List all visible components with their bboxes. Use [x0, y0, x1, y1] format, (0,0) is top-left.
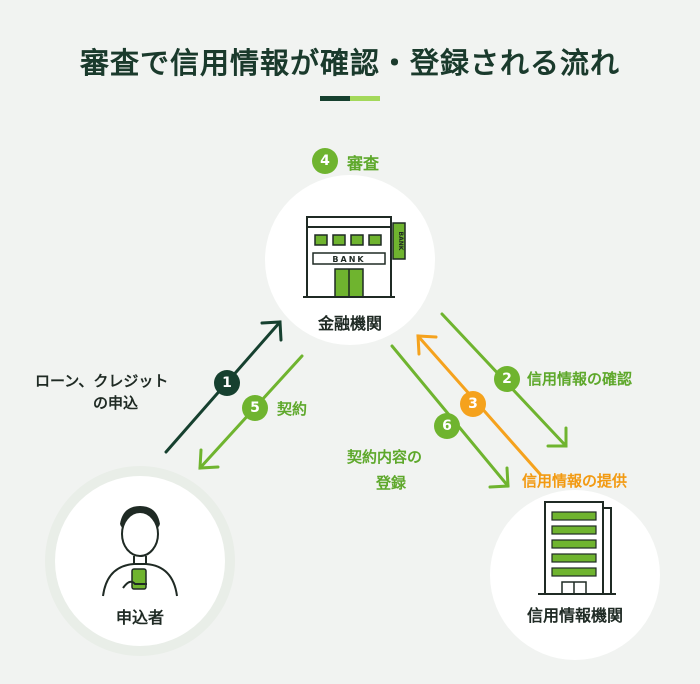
page-title: 審査で信用情報が確認・登録される流れ — [79, 46, 620, 80]
credit-agency-label: 信用情報機関 — [526, 606, 623, 625]
step-5-label: 契約 — [277, 400, 308, 418]
step-6-label-line2: 登録 — [376, 474, 407, 492]
person-icon — [102, 506, 178, 597]
step-6-badge: 6 — [434, 413, 460, 439]
step-6-label-line1: 契約内容の — [347, 448, 423, 466]
step-4-label: 審査 — [347, 154, 380, 173]
step-1-label-line2: の申込 — [93, 394, 139, 412]
step-2-label: 信用情報の確認 — [527, 370, 633, 388]
bank-building-icon: BANK BANK — [303, 216, 406, 298]
office-building-icon — [538, 501, 616, 595]
applicant-label: 申込者 — [115, 608, 164, 627]
step-2-badge: 2 — [494, 366, 520, 392]
title-underline-light — [350, 96, 380, 101]
bank-tag-text: BANK — [397, 232, 404, 251]
applicant-node: 申込者 — [55, 476, 225, 646]
step-1-badge: 1 — [214, 370, 240, 396]
step-5-badge: 5 — [242, 395, 268, 421]
bank-sign-text: BANK — [332, 255, 365, 264]
credit-agency-node: 信用情報機関 — [490, 490, 660, 660]
step-3-label: 信用情報の提供 — [522, 472, 628, 490]
step-4-badge: 4 — [312, 148, 338, 174]
bank-node: BANK BANK 金融機関 — [265, 175, 435, 345]
step-3-badge: 3 — [460, 391, 486, 417]
title-underline-dark — [320, 96, 350, 101]
bank-label: 金融機関 — [317, 314, 382, 333]
step-1-label-line1: ローン、クレジット — [35, 372, 169, 390]
